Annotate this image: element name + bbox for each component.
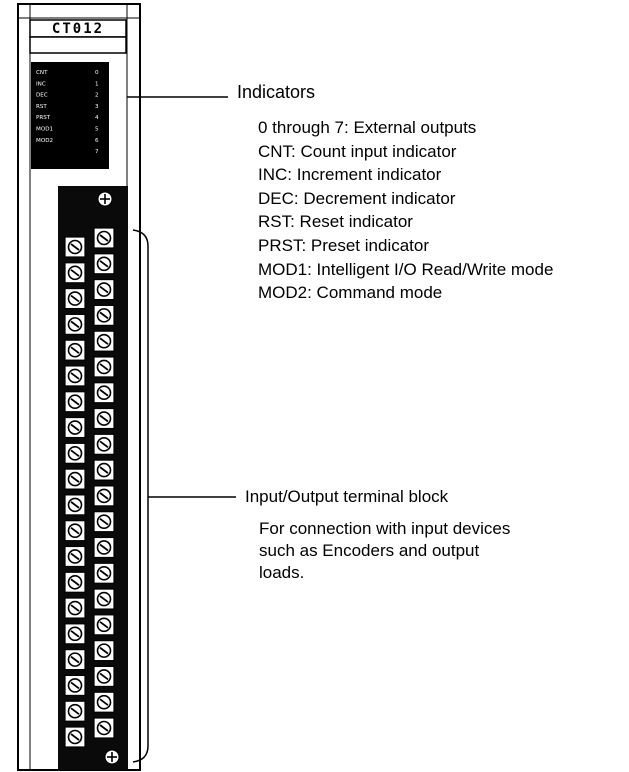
terminal-screw xyxy=(64,726,86,748)
terminal-description-line: loads. xyxy=(259,563,305,582)
terminal-screw xyxy=(64,494,86,516)
terminal-screw xyxy=(64,520,86,542)
terminal-screw xyxy=(64,623,86,645)
led-number: 4 xyxy=(95,115,99,121)
terminal-block-bracket xyxy=(132,229,149,763)
led-number: 5 xyxy=(95,127,99,133)
indicator-description: RST: Reset indicator xyxy=(258,212,413,232)
terminal-screw xyxy=(64,416,86,439)
led-number: 7 xyxy=(95,149,99,155)
terminal-screw xyxy=(93,717,115,739)
terminal-screw xyxy=(64,674,86,697)
led-number: 6 xyxy=(95,138,99,144)
blank-label-plate xyxy=(29,36,127,54)
terminal-screw xyxy=(64,365,86,387)
indicator-description: CNT: Count input indicator xyxy=(258,141,457,161)
terminal-screw xyxy=(64,700,86,722)
terminal-screw xyxy=(93,304,115,326)
terminal-screw xyxy=(93,227,115,249)
led-label: PRST xyxy=(36,115,51,121)
terminal-screw xyxy=(93,433,115,455)
led-label: MOD1 xyxy=(36,127,54,133)
terminal-block-description: For connection with input devices such a… xyxy=(259,518,510,584)
terminal-screw xyxy=(64,287,86,310)
led-number: 3 xyxy=(95,104,99,110)
terminal-screw xyxy=(93,459,115,481)
terminal-screw xyxy=(64,339,86,361)
led-indicator-panel xyxy=(31,62,109,169)
terminal-screw xyxy=(93,511,115,533)
led-label: INC xyxy=(36,81,46,87)
indicators-list: 0 through 7: External outputs CNT: Count… xyxy=(258,116,553,305)
terminal-screw xyxy=(93,691,115,713)
led-number: 0 xyxy=(95,70,99,76)
model-label-text: CT012 xyxy=(52,21,104,37)
terminal-screw xyxy=(93,665,115,688)
terminal-screw xyxy=(93,485,115,507)
terminal-block-title: Input/Output terminal block xyxy=(245,487,449,506)
indicator-description: PRST: Preset indicator xyxy=(258,235,430,255)
terminal-screw xyxy=(93,253,115,275)
terminal-screw xyxy=(64,262,86,284)
terminal-screws xyxy=(64,227,115,748)
led-label: CNT xyxy=(36,70,48,76)
terminal-screw xyxy=(93,356,115,378)
led-number: 1 xyxy=(95,81,99,87)
terminal-description-line: such as Encoders and output xyxy=(259,541,480,560)
indicator-description: INC: Increment indicator xyxy=(258,165,442,185)
led-label: DEC xyxy=(36,93,48,99)
terminal-screw xyxy=(64,236,86,258)
terminal-screw xyxy=(93,330,115,352)
terminal-screw xyxy=(64,391,86,413)
indicator-description: DEC: Decrement indicator xyxy=(258,188,456,208)
terminal-block xyxy=(58,186,128,770)
terminal-screw xyxy=(93,640,115,662)
terminal-screw xyxy=(64,442,86,464)
led-number: 2 xyxy=(95,93,99,99)
terminal-screw xyxy=(93,407,115,430)
terminal-description-line: For connection with input devices xyxy=(259,519,511,538)
terminal-screw xyxy=(93,278,115,301)
terminal-screw xyxy=(64,597,86,619)
terminal-screw xyxy=(64,649,86,671)
terminal-screw xyxy=(64,313,86,335)
led-label: RST xyxy=(36,104,47,110)
terminal-screw xyxy=(93,614,115,636)
terminal-screw xyxy=(93,536,115,559)
terminal-screw xyxy=(64,468,86,490)
led-label: MOD2 xyxy=(36,138,53,144)
terminal-screw xyxy=(93,562,115,584)
indicators-title: Indicators xyxy=(237,82,316,102)
terminal-screw xyxy=(93,382,115,404)
indicator-description: MOD1: Intelligent I/O Read/Write mode xyxy=(258,259,554,279)
terminal-screw xyxy=(93,588,115,610)
terminal-screw xyxy=(64,545,86,568)
indicator-description: 0 through 7: External outputs xyxy=(258,118,477,137)
indicator-description: MOD2: Command mode xyxy=(258,283,443,303)
terminal-screw xyxy=(64,571,86,593)
